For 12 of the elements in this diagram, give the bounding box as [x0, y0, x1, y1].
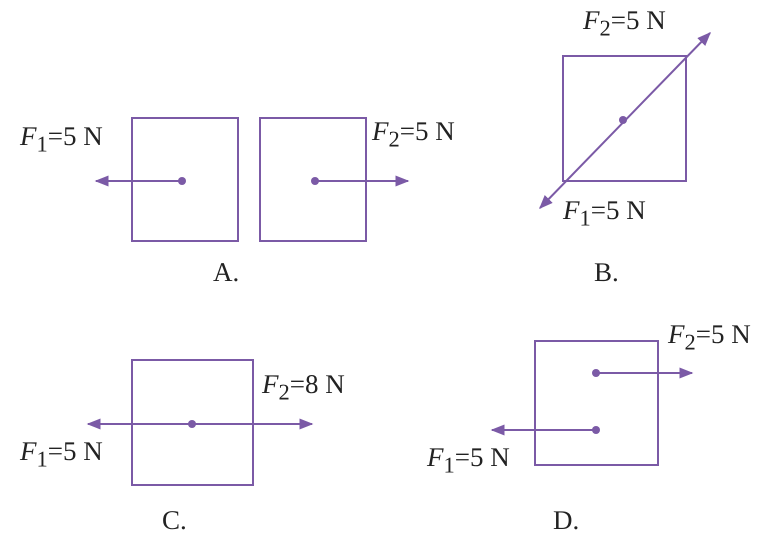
force-label: F$_{2}$=8 N	[262, 370, 345, 406]
force-label: F$_{1}$=5 N	[20, 437, 103, 472]
force-label: F$_{1}$=5 N	[20, 122, 103, 158]
force-label: F$_{1}$=5 N	[563, 196, 646, 232]
option-letter: D.	[553, 506, 580, 536]
option-letter: C.	[162, 506, 187, 536]
option-letter: B.	[594, 258, 619, 288]
force-label: F$_{2}$=5 N	[583, 6, 666, 42]
force-label: F$_{1}$=5 N	[427, 443, 510, 478]
force-label: F$_{2}$=5 N	[668, 320, 751, 356]
force-label: F$_{2}$=5 N	[372, 117, 455, 152]
option-letter: A.	[213, 258, 240, 288]
